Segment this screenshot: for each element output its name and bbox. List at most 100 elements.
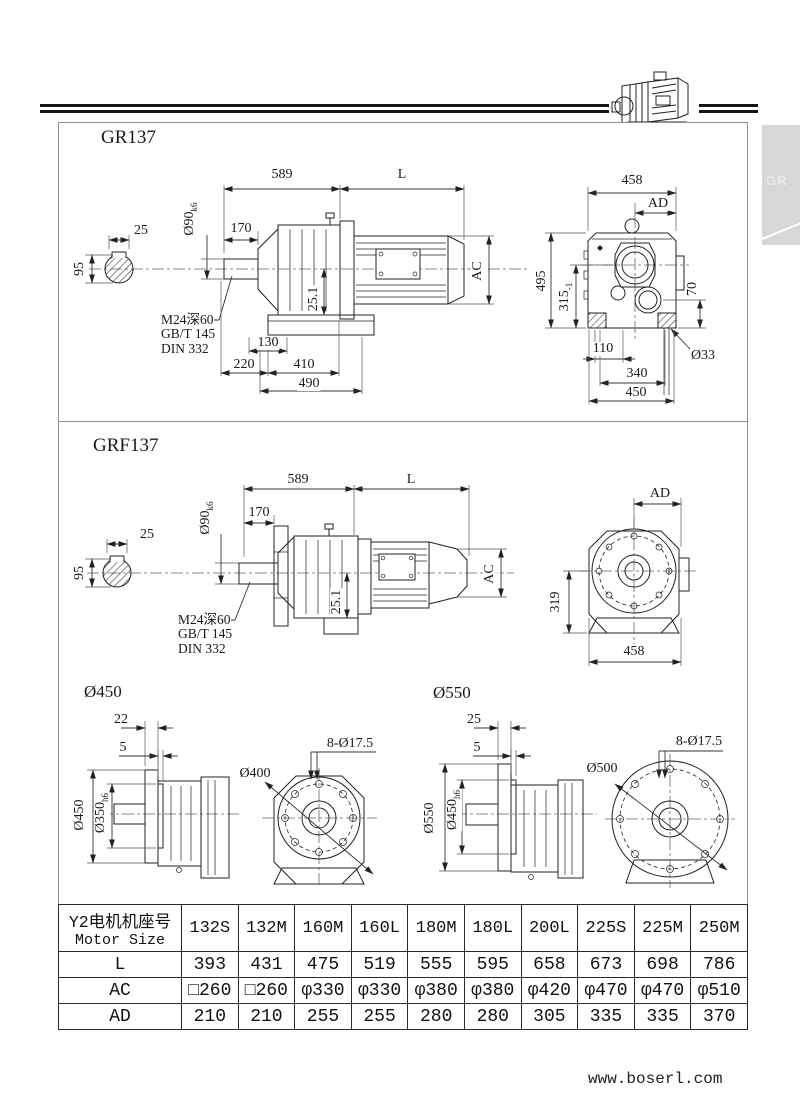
gr137-panel: GR137	[58, 122, 748, 423]
motor-size-column: 132S	[181, 904, 239, 952]
spec-value: 335	[633, 1003, 692, 1030]
spec-value: 305	[520, 1003, 579, 1030]
dim-shaft-diameter: Ø90k6	[182, 201, 199, 237]
spec-value: φ470	[633, 977, 692, 1004]
gr137-end-dimensions	[545, 187, 706, 404]
grf137-end-dimensions	[563, 498, 682, 666]
dim-shaft-diameter: Ø90k6	[198, 500, 215, 536]
flange450-side-view	[87, 721, 241, 879]
website-url: www.boserl.com	[588, 1070, 723, 1088]
spec-row-label: L	[58, 951, 182, 978]
dim-foot-410: 410	[292, 357, 316, 372]
dim-spigot-depth: 5	[118, 740, 128, 755]
spec-value: 393	[181, 951, 239, 978]
motor-size-header: Y2电机机座号 Motor Size	[58, 904, 182, 952]
spec-value: 786	[690, 951, 748, 978]
flange550-side-view	[439, 721, 597, 880]
spec-value: 431	[237, 951, 296, 978]
spec-value: 658	[520, 951, 579, 978]
dim-flange-thickness: 22	[113, 712, 129, 727]
dim-shaft-ext: 170	[247, 505, 271, 520]
flange450-front-view	[262, 751, 377, 888]
dim-motor-diameter: AC	[482, 563, 497, 585]
spec-value: 595	[463, 951, 522, 978]
spec-value: 280	[407, 1003, 465, 1030]
motor-size-column: 160M	[294, 904, 352, 952]
top-rule-2	[40, 110, 758, 113]
dim-flange-thickness: 25	[466, 712, 482, 727]
spec-value: 255	[294, 1003, 352, 1030]
spec-value: φ470	[577, 977, 635, 1004]
dim-bolt-circle: Ø500	[585, 761, 619, 776]
dim-bolt-spacing: 340	[625, 366, 649, 381]
dim-shaft-ext: 170	[229, 221, 253, 236]
dim-bolt-holes: 8-Ø17.5	[674, 734, 724, 749]
dim-motor-length: L	[396, 167, 408, 182]
dim-end-width: 458	[620, 173, 644, 188]
dim-bolt-holes: 8-Ø17.5	[325, 736, 375, 751]
grf137-panel: GRF137 Ø450 Ø550	[58, 421, 748, 1030]
dim-overall-length: 589	[286, 472, 310, 487]
motor-size-column: 180M	[407, 904, 465, 952]
note-tap: M24深60	[178, 612, 231, 627]
dim-flange-od: Ø550	[422, 801, 437, 835]
spec-value: 673	[577, 951, 635, 978]
dim-key-width: 25	[133, 223, 149, 238]
dim-flange-od: Ø450	[72, 798, 87, 832]
motor-size-header-en: Motor Size	[74, 931, 165, 949]
dim-overall-length: 589	[270, 167, 294, 182]
dim-shaft-height: 95	[72, 261, 87, 277]
motor-size-header-cn: Y2电机机座号	[68, 912, 172, 932]
dim-foot-220: 220	[232, 357, 256, 372]
spec-value: 519	[350, 951, 409, 978]
motor-size-column: 250M	[690, 904, 748, 952]
motor-size-column: 160L	[350, 904, 409, 952]
flange550-title: Ø550	[433, 683, 471, 702]
dim-spigot-diameter: Ø350h6	[93, 791, 110, 835]
spec-value: φ420	[520, 977, 579, 1004]
dim-foot-height: 70	[685, 281, 700, 297]
note-std2: DIN 332	[178, 641, 226, 656]
dim-bolt-circle: Ø400	[238, 766, 272, 781]
grf137-title: GRF137	[93, 435, 159, 456]
note-tap: M24深60	[161, 312, 214, 327]
grf137-drawing	[85, 485, 735, 888]
gr137-title: GR137	[101, 127, 156, 148]
dim-shaft-height: 95	[72, 565, 87, 581]
gr137-side-view	[85, 212, 527, 336]
flange550-front-view	[605, 750, 735, 888]
motor-size-column: 180L	[463, 904, 522, 952]
top-rule-1	[40, 104, 758, 107]
spec-value: φ510	[690, 977, 748, 1004]
spec-value: 255	[350, 1003, 409, 1030]
gr137-drawing	[85, 185, 706, 404]
dim-key-width: 25	[139, 527, 155, 542]
dim-hole-diameter: Ø33	[689, 348, 717, 363]
dim-key-height: 25.1	[329, 588, 344, 616]
flange450-title: Ø450	[84, 682, 122, 701]
motor-size-column: 200L	[520, 904, 579, 952]
dim-spigot-diameter: Ø450h6	[445, 788, 462, 832]
dim-end-height: 495	[534, 269, 549, 293]
spec-value: φ330	[350, 977, 409, 1004]
grf137-end-view	[579, 517, 699, 644]
dim-motor-length: L	[405, 472, 417, 487]
spec-value: □260	[237, 977, 296, 1004]
grf137-side-view	[85, 523, 514, 635]
motor-size-column: 225M	[633, 904, 692, 952]
dim-base-width: 450	[624, 385, 648, 400]
grf137-side-dimensions	[178, 485, 507, 621]
dim-axis-height: 315-1	[557, 281, 574, 313]
spec-row-label: AC	[58, 977, 182, 1004]
note-std1: GB/T 145	[161, 326, 216, 341]
dim-spigot-depth: 5	[472, 740, 482, 755]
dim-end-width: 458	[622, 644, 646, 659]
dim-axis-height: 319	[548, 590, 563, 614]
spec-value: 280	[463, 1003, 522, 1030]
dim-end-ad: AD	[648, 486, 672, 501]
gr137-side-dimensions	[161, 185, 494, 394]
